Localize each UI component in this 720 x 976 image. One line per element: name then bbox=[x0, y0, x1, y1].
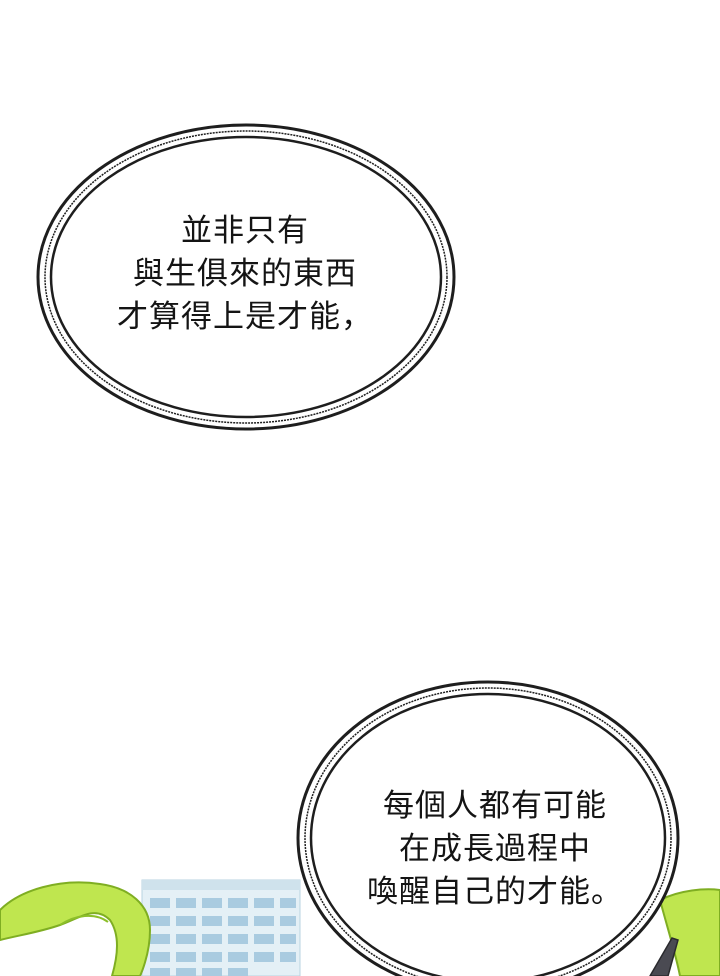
speech-line: 喚醒自己的才能。 bbox=[367, 874, 623, 910]
speech-line: 才算得上是才能， bbox=[117, 299, 373, 335]
speech-bubble-1 bbox=[36, 123, 456, 431]
speech-bubble-2 bbox=[296, 680, 680, 976]
background-building bbox=[141, 879, 301, 976]
foliage-right bbox=[649, 888, 720, 976]
speech-line: 與生俱來的東西 bbox=[133, 256, 357, 292]
speech-line: 在成長過程中 bbox=[399, 831, 591, 867]
speech-bubble-2-text: 每個人都有可能 在成長過程中 喚醒自己的才能。 bbox=[336, 785, 654, 914]
speech-line: 並非只有 bbox=[181, 213, 309, 249]
foliage-left bbox=[0, 881, 152, 976]
speech-line: 每個人都有可能 bbox=[383, 788, 607, 824]
speech-bubble-1-text: 並非只有 與生俱來的東西 才算得上是才能， bbox=[90, 210, 400, 339]
